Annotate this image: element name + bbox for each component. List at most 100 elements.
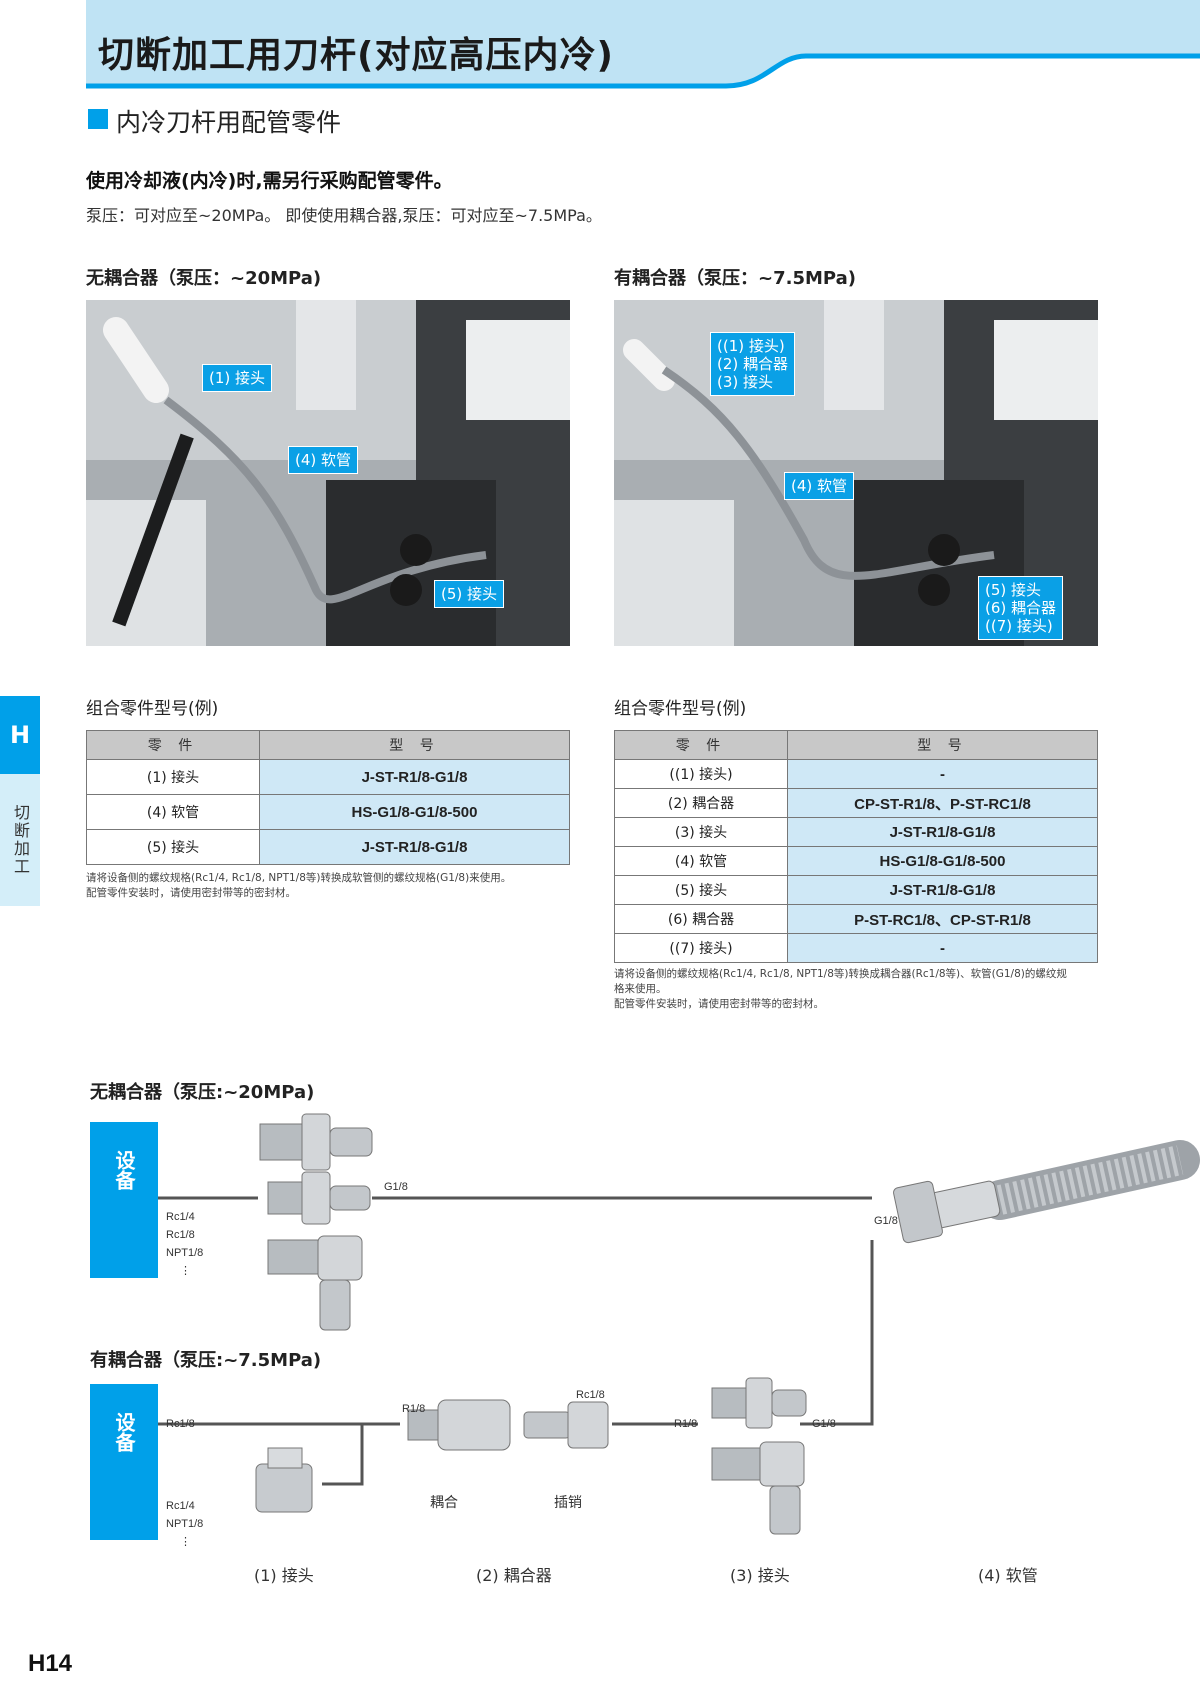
callout-line: (6) 耦合器 <box>985 599 1057 617</box>
right-notes: 请将设备侧的螺纹规格(Rc1/4, Rc1/8, NPT1/8等)转换成耦合器(… <box>614 967 1104 1012</box>
table-row: (2) 耦合器 CP-ST-R1/8、P-ST-RC1/8 <box>614 788 1098 818</box>
callout-hose-4: (4) 软管 <box>288 446 359 474</box>
model-cell: HS-G1/8-G1/8-500 <box>787 846 1098 876</box>
table-row: (4) 软管 HS-G1/8-G1/8-500 <box>614 846 1098 876</box>
side-tab-label: 切断加工 <box>11 804 30 876</box>
machine-photo-right: ((1) 接头) (2) 耦合器 (3) 接头 (4) 软管 (5) 接头 (6… <box>614 300 1098 646</box>
thread-label: ⋮ <box>180 1536 191 1548</box>
note-line: 配管零件安装时，请使用密封带等的密封材。 <box>614 998 824 1010</box>
thread-label: Rc1/8 <box>166 1229 195 1241</box>
device-label: 设备 <box>112 1150 136 1190</box>
caption-joint-3: (3) 接头 <box>730 1566 790 1585</box>
coupler-label: 耦合 <box>430 1495 458 1511</box>
left-parts-table: 零 件 型 号 (1) 接头 J-ST-R1/8-G1/8 (4) 软管 HS-… <box>86 730 570 865</box>
table-row: (5) 接头 J-ST-R1/8-G1/8 <box>86 829 570 865</box>
side-tab-letter: H <box>0 696 40 774</box>
table-row: (1) 接头 J-ST-R1/8-G1/8 <box>86 759 570 795</box>
thread-label: R1/8 <box>674 1418 698 1430</box>
part-cell: ((7) 接头) <box>614 933 788 963</box>
part-cell: (3) 接头 <box>614 817 788 847</box>
header-band <box>86 0 1200 89</box>
coupler-icon <box>407 1399 511 1451</box>
thread-label: G1/8 <box>874 1215 898 1227</box>
left-notes: 请将设备侧的螺纹规格(Rc1/4, Rc1/8, NPT1/8等)转换成软管侧的… <box>86 871 576 901</box>
callout-joint-5: (5) 接头 <box>434 580 505 608</box>
caption-coupler-2: (2) 耦合器 <box>476 1566 552 1585</box>
part-cell: (5) 接头 <box>614 875 788 905</box>
callout-joint-1: (1) 接头 <box>202 364 273 392</box>
note-line: 格来使用。 <box>614 983 667 995</box>
table-row: (5) 接头 J-ST-R1/8-G1/8 <box>614 875 1098 905</box>
plug-icon <box>523 1401 609 1449</box>
col-part: 零 件 <box>86 730 260 760</box>
col-model: 型 号 <box>787 730 1098 760</box>
table-row: (6) 耦合器 P-ST-RC1/8、CP-ST-R1/8 <box>614 904 1098 934</box>
part-cell: (4) 软管 <box>614 846 788 876</box>
joint-hex-icon <box>267 1171 371 1225</box>
thread-label: NPT1/8 <box>166 1518 204 1530</box>
callout-group-top: ((1) 接头) (2) 耦合器 (3) 接头 <box>710 332 796 396</box>
section-marker <box>88 109 108 129</box>
callout-line: (2) 耦合器 <box>717 355 789 373</box>
model-cell: J-ST-R1/8-G1/8 <box>787 875 1098 905</box>
lead-bold: 使用冷却液(内冷)时,需另行采购配管零件。 <box>86 170 453 192</box>
caption-joint-1: (1) 接头 <box>254 1566 314 1585</box>
side-tab-text: 切断加工 <box>0 774 40 906</box>
page-number: H14 <box>28 1650 73 1677</box>
table-row: ((1) 接头) - <box>614 759 1098 789</box>
section-title: 内冷刀杆用配管零件 <box>116 108 342 137</box>
hose-icon <box>893 1140 1200 1244</box>
piping-diagram <box>158 1113 1200 1535</box>
thread-label: G1/8 <box>384 1181 408 1193</box>
callout-line: (3) 接头 <box>717 373 774 391</box>
table-row: (3) 接头 J-ST-R1/8-G1/8 <box>614 817 1098 847</box>
col-model: 型 号 <box>259 730 570 760</box>
table-row: (4) 软管 HS-G1/8-G1/8-500 <box>86 794 570 830</box>
model-cell: CP-ST-R1/8、P-ST-RC1/8 <box>787 788 1098 818</box>
joint-straight-icon <box>259 1113 373 1171</box>
table-row: ((7) 接头) - <box>614 933 1098 963</box>
right-heading: 有耦合器（泵压：~7.5MPa) <box>614 268 856 289</box>
model-cell: - <box>787 759 1098 789</box>
right-table-title: 组合零件型号(例) <box>614 699 747 719</box>
page-title: 切断加工用刀杆(对应高压内冷) <box>98 35 614 76</box>
model-cell: HS-G1/8-G1/8-500 <box>259 794 570 830</box>
part-cell: (4) 软管 <box>86 794 260 830</box>
thread-label: R1/8 <box>402 1403 426 1415</box>
joint-elbow-icon <box>711 1441 805 1535</box>
model-cell: J-ST-R1/8-G1/8 <box>787 817 1098 847</box>
part-cell: (6) 耦合器 <box>614 904 788 934</box>
device-block-top: 设备 <box>90 1122 158 1278</box>
right-parts-table: 零 件 型 号 ((1) 接头) - (2) 耦合器 CP-ST-R1/8、P-… <box>614 730 1098 963</box>
thread-label-group: Rc1/4 NPT1/8 ⋮ <box>166 1497 203 1551</box>
adapter-hex-icon <box>255 1447 313 1513</box>
callout-line: ((1) 接头) <box>717 337 785 355</box>
model-cell: P-ST-RC1/8、CP-ST-R1/8 <box>787 904 1098 934</box>
thread-label: G1/8 <box>812 1418 836 1430</box>
callout-line: (5) 接头 <box>985 581 1042 599</box>
thread-label: NPT1/8 <box>166 1247 204 1259</box>
thread-label: Rc1/8 <box>166 1418 195 1430</box>
thread-label: Rc1/4 <box>166 1211 195 1223</box>
callout-group-bottom: (5) 接头 (6) 耦合器 ((7) 接头) <box>978 576 1064 640</box>
part-cell: (2) 耦合器 <box>614 788 788 818</box>
model-cell: - <box>787 933 1098 963</box>
device-label: 设备 <box>112 1412 136 1452</box>
device-block-bottom: 设备 <box>90 1384 158 1540</box>
thread-label: Rc1/8 <box>576 1389 605 1401</box>
left-heading: 无耦合器（泵压：~20MPa) <box>86 268 322 289</box>
joint-straight-icon <box>711 1377 807 1429</box>
part-cell: ((1) 接头) <box>614 759 788 789</box>
model-cell: J-ST-R1/8-G1/8 <box>259 829 570 865</box>
note-line: 请将设备侧的螺纹规格(Rc1/4, Rc1/8, NPT1/8等)转换成耦合器(… <box>614 968 1067 980</box>
callout-line: ((7) 接头) <box>985 617 1053 635</box>
thread-label: Rc1/4 <box>166 1500 195 1512</box>
part-cell: (5) 接头 <box>86 829 260 865</box>
model-cell: J-ST-R1/8-G1/8 <box>259 759 570 795</box>
plug-label: 插销 <box>554 1495 582 1511</box>
machine-photo-left: (1) 接头 (4) 软管 (5) 接头 <box>86 300 570 646</box>
callout-hose-4: (4) 软管 <box>784 472 855 500</box>
note-line: 请将设备侧的螺纹规格(Rc1/4, Rc1/8, NPT1/8等)转换成软管侧的… <box>86 872 512 884</box>
lead-text: 泵压：可对应至~20MPa。 即使使用耦合器,泵压：可对应至~7.5MPa。 <box>86 206 602 225</box>
part-cell: (1) 接头 <box>86 759 260 795</box>
